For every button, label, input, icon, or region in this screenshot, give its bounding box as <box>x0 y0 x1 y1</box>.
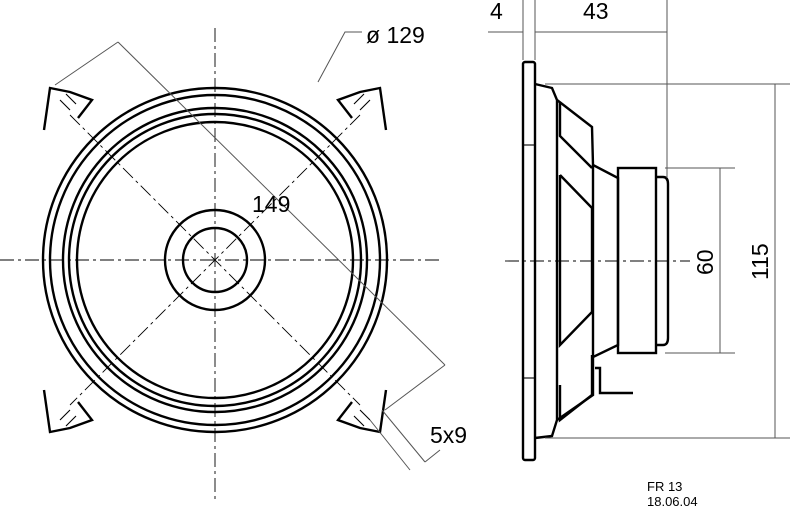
depth-dimension: 43 <box>583 0 609 24</box>
height-dimension: 115 <box>747 243 773 280</box>
drawing-date: 18.06.04 <box>647 494 698 509</box>
magnet-diameter-dimension: 60 <box>692 249 718 275</box>
model-name: FR 13 <box>647 479 682 494</box>
front-view: ø 129 149 5x9 <box>0 22 467 500</box>
mounting-hole-dimension: 5x9 <box>430 422 467 448</box>
flange-thickness-dimension: 4 <box>490 0 503 24</box>
diagonal-dimension: 149 <box>252 191 290 217</box>
bolt-circle-dimension: ø 129 <box>366 22 425 48</box>
side-view: 4 43 60 115 <box>488 0 790 462</box>
